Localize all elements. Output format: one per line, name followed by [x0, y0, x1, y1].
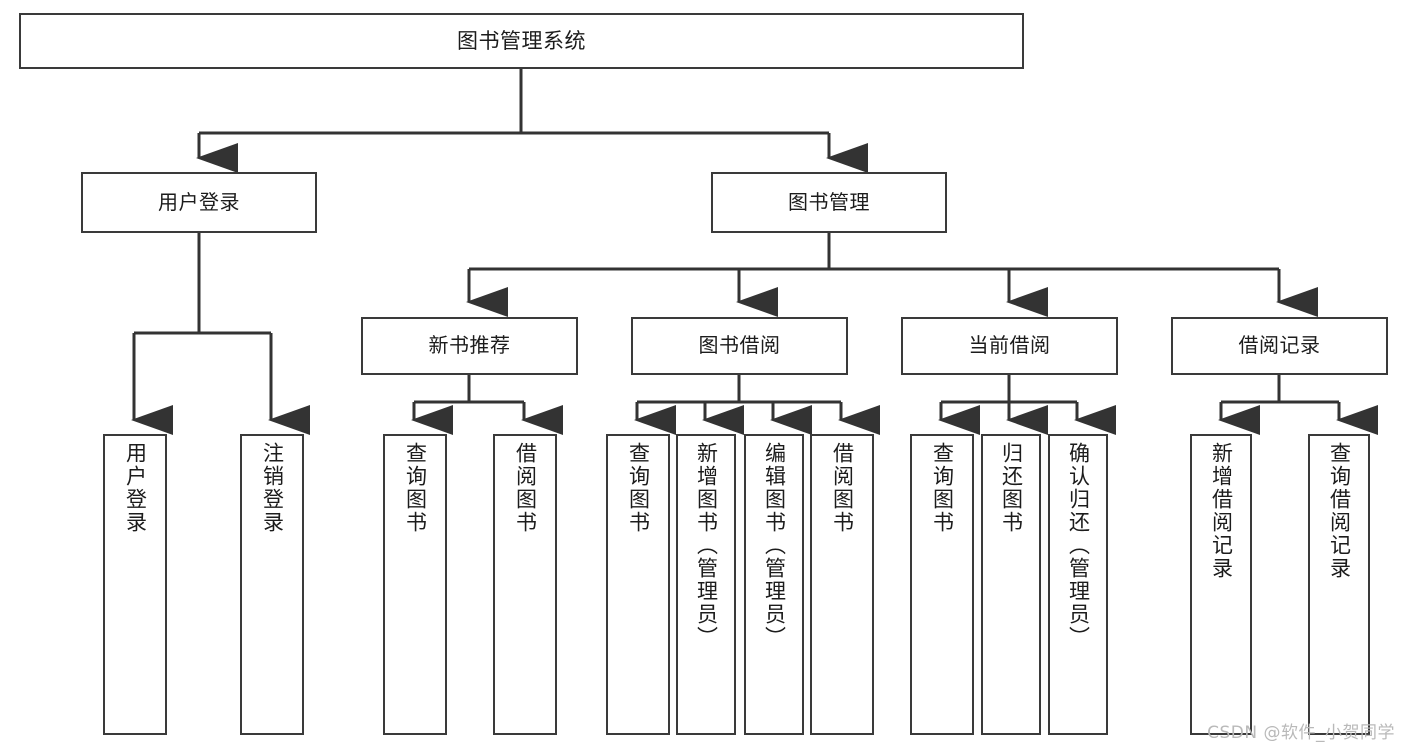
leaf-current-borrow-return-book[interactable]: 归还图书	[981, 434, 1041, 735]
node-label: 图书借阅	[698, 333, 781, 358]
node-current-borrow[interactable]: 当前借阅	[901, 317, 1118, 375]
leaf-current-borrow-query-book[interactable]: 查询图书	[910, 434, 974, 735]
leaf-book-borrow-borrow-book[interactable]: 借阅图书	[810, 434, 874, 735]
node-label: 注销登录	[260, 442, 285, 534]
node-label: 借阅图书	[513, 442, 538, 534]
node-label: 借阅图书	[830, 442, 855, 534]
leaf-current-borrow-confirm-return[interactable]: 确认归还（管理员）	[1048, 434, 1108, 735]
node-label: 编辑图书（管理员）	[762, 442, 787, 649]
node-label: 确认归还（管理员）	[1066, 442, 1091, 649]
node-label: 查询借阅记录	[1327, 442, 1352, 580]
node-label: 借阅记录	[1238, 333, 1321, 358]
node-borrow-record[interactable]: 借阅记录	[1171, 317, 1388, 375]
leaf-new-book-borrow-book[interactable]: 借阅图书	[493, 434, 557, 735]
node-label: 新书推荐	[428, 333, 511, 358]
leaf-new-book-query-book[interactable]: 查询图书	[383, 434, 447, 735]
node-label: 用户登录	[158, 189, 240, 214]
node-book-borrow[interactable]: 图书借阅	[631, 317, 848, 375]
csdn-watermark: CSDN @软件_小贺同学	[1207, 723, 1395, 743]
leaf-user-login-logout[interactable]: 注销登录	[240, 434, 304, 735]
node-user-login[interactable]: 用户登录	[81, 172, 317, 233]
leaf-user-login-login[interactable]: 用户登录	[103, 434, 167, 735]
leaf-borrow-record-add-record[interactable]: 新增借阅记录	[1190, 434, 1252, 735]
leaf-book-borrow-query-book[interactable]: 查询图书	[606, 434, 670, 735]
node-label: 新增借阅记录	[1209, 442, 1234, 580]
node-label: 图书管理	[788, 189, 870, 214]
node-label: 用户登录	[123, 442, 148, 534]
node-label: 查询图书	[403, 442, 428, 534]
node-root-system[interactable]: 图书管理系统	[19, 13, 1024, 69]
node-label: 图书管理系统	[457, 28, 586, 53]
node-label: 当前借阅	[968, 333, 1051, 358]
node-label: 归还图书	[999, 442, 1024, 534]
leaf-book-borrow-edit-book[interactable]: 编辑图书（管理员）	[744, 434, 804, 735]
node-book-management[interactable]: 图书管理	[711, 172, 947, 233]
leaf-book-borrow-add-book[interactable]: 新增图书（管理员）	[676, 434, 736, 735]
node-label: 查询图书	[930, 442, 955, 534]
node-new-book-recommend[interactable]: 新书推荐	[361, 317, 578, 375]
node-label: 查询图书	[626, 442, 651, 534]
leaf-borrow-record-query-record[interactable]: 查询借阅记录	[1308, 434, 1370, 735]
node-label: 新增图书（管理员）	[694, 442, 719, 649]
